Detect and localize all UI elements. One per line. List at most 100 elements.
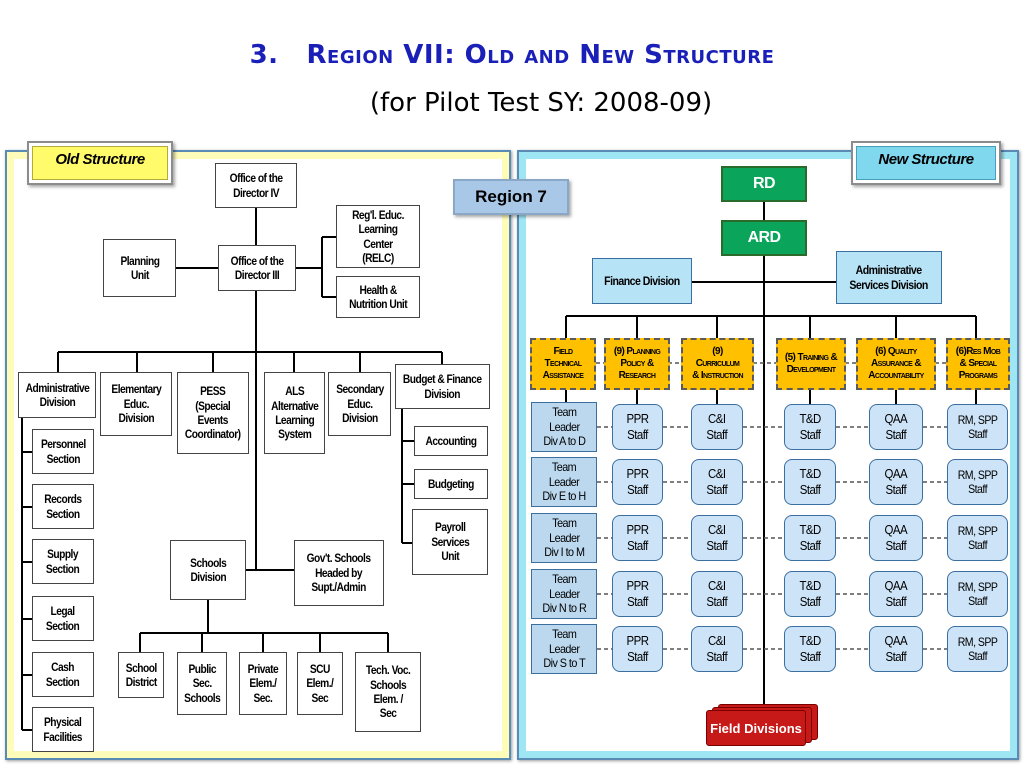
govt-schools-box: Gov't. Schools Headed by Supt./Admin [294, 540, 384, 606]
slide-title-number: 3. [249, 40, 279, 70]
ppr-staff: PPR Staff [612, 404, 663, 450]
relc-text: Reg'l. Educ. Learning Center (RELC) [352, 207, 404, 265]
td-staff: T&D Staff [784, 515, 836, 561]
team-leader-i-m: Team Leader Div I to M [531, 513, 597, 563]
school-district-text: School District [125, 660, 157, 689]
slide-title-text: Region VII: Old and New Structure [306, 40, 775, 70]
td-staff: T&D Staff [784, 459, 836, 505]
secondary-division-text: Secondary Educ. Division [335, 382, 384, 426]
team-leader-s-t-text: Team Leader Div S to T [543, 627, 585, 671]
accounting-box: Accounting [414, 426, 488, 456]
new-structure-tag: New Structure [851, 141, 1001, 185]
ppr-staff: PPR Staff [612, 626, 663, 672]
cash-section-text: Cash Section [46, 660, 80, 689]
planning-policy-research-text: (9) Planning Policy & Research [613, 346, 661, 381]
relc-box: Reg'l. Educ. Learning Center (RELC) [336, 205, 420, 268]
public-sec-schools-text: Public Sec. Schools [183, 661, 221, 705]
qaa-staff-text: QAA Staff [884, 411, 908, 442]
ppr-staff-text: PPR Staff [626, 466, 649, 497]
old-structure-label: Old Structure [32, 146, 168, 180]
pess-box: PESS (Special Events Coordinator) [177, 372, 249, 454]
office-director-iv-text: Office of the Director IV [229, 171, 283, 200]
rm-spp-staff-text: RM, SPP Staff [957, 412, 998, 441]
curriculum-instruction-text: (9) Curriculum & Instruction [692, 346, 743, 381]
ci-staff-text: C&I Staff [706, 578, 728, 609]
qaa-staff: QAA Staff [869, 459, 923, 505]
team-leader-n-r-text: Team Leader Div N to R [542, 572, 586, 616]
td-staff: T&D Staff [784, 571, 836, 617]
office-director-iv-box: Office of the Director IV [215, 163, 297, 208]
res-mob-special-programs-box: (6)Res Mob & Special Programs [946, 338, 1010, 390]
team-leader-e-h-text: Team Leader Div E to H [542, 460, 586, 504]
curriculum-instruction-box: (9) Curriculum & Instruction [681, 338, 754, 390]
ci-staff: C&I Staff [691, 571, 743, 617]
legal-section-box: Legal Section [32, 596, 94, 641]
ppr-staff: PPR Staff [612, 515, 663, 561]
elementary-division-box: Elementary Educ. Division [100, 372, 172, 436]
td-staff: T&D Staff [784, 404, 836, 450]
field-technical-assistance-box: Field Technical Assistance [530, 338, 596, 390]
ci-staff-text: C&I Staff [706, 411, 728, 442]
planning-unit-box: Planning Unit [103, 239, 176, 297]
ci-staff: C&I Staff [691, 404, 743, 450]
finance-division-box: Finance Division [592, 258, 692, 304]
supply-section-text: Supply Section [46, 547, 80, 576]
office-director-iii-box: Office of the Director III [218, 245, 296, 291]
payroll-services-box: Payroll Services Unit [412, 509, 488, 575]
field-divisions-stack: Field Divisions [706, 704, 818, 746]
res-mob-special-programs-text: (6)Res Mob & Special Programs [955, 346, 1001, 381]
team-leader-s-t: Team Leader Div S to T [531, 624, 597, 674]
ci-staff: C&I Staff [691, 515, 743, 561]
team-leader-a-d-text: Team Leader Div A to D [542, 405, 586, 449]
qaa-staff: QAA Staff [869, 515, 923, 561]
budget-finance-box: Budget & Finance Division [395, 364, 490, 409]
qaa-staff: QAA Staff [869, 571, 923, 617]
old-structure-tag: Old Structure [27, 141, 173, 185]
private-elem-sec-box: Private Elem./ Sec. [239, 652, 287, 715]
slide-subtitle: (for Pilot Test SY: 2008-09) [369, 88, 713, 118]
administrative-division-text: Administrative Division [25, 380, 89, 409]
qaa-staff-text: QAA Staff [884, 578, 908, 609]
budgeting-box: Budgeting [414, 469, 488, 499]
ppr-staff-text: PPR Staff [626, 578, 649, 609]
field-divisions-box: Field Divisions [706, 710, 806, 746]
personnel-section-box: Personnel Section [32, 429, 94, 474]
td-staff-text: T&D Staff [799, 411, 821, 442]
rm-spp-staff: RM, SPP Staff [947, 459, 1008, 505]
personnel-section-text: Personnel Section [40, 437, 86, 466]
ppr-staff: PPR Staff [612, 459, 663, 505]
als-text: ALS Alternative Learning System [270, 384, 319, 442]
ci-staff-text: C&I Staff [706, 522, 728, 553]
team-leader-a-d: Team Leader Div A to D [531, 402, 597, 452]
training-development-box: (5) Training & Development [776, 338, 846, 390]
team-leader-n-r: Team Leader Div N to R [531, 569, 597, 619]
admin-services-division-box: Administrative Services Division [836, 251, 942, 304]
scu-elem-sec-box: SCU Elem./ Sec [297, 652, 343, 715]
team-leader-i-m-text: Team Leader Div I to M [543, 516, 585, 560]
ppr-staff-text: PPR Staff [626, 522, 649, 553]
rm-spp-staff: RM, SPP Staff [947, 515, 1008, 561]
records-section-text: Records Section [44, 492, 82, 521]
ppr-staff-text: PPR Staff [626, 633, 649, 664]
ci-staff: C&I Staff [691, 459, 743, 505]
ppr-staff-text: PPR Staff [626, 411, 649, 442]
team-leader-e-h: Team Leader Div E to H [531, 457, 597, 507]
legal-section-text: Legal Section [46, 604, 80, 633]
finance-division-text: Finance Division [604, 273, 680, 288]
ci-staff: C&I Staff [691, 626, 743, 672]
schools-division-text: Schools Division [189, 555, 227, 584]
cash-section-box: Cash Section [32, 652, 94, 697]
planning-policy-research-box: (9) Planning Policy & Research [604, 338, 670, 390]
records-section-box: Records Section [32, 484, 94, 529]
slide-title: 3. Region VII: Old and New Structure [0, 40, 1024, 70]
rm-spp-staff-text: RM, SPP Staff [957, 579, 998, 608]
rd-box: RD [721, 166, 807, 202]
rm-spp-staff: RM, SPP Staff [947, 404, 1008, 450]
ci-staff-text: C&I Staff [706, 633, 728, 664]
rm-spp-staff-text: RM, SPP Staff [957, 634, 998, 663]
td-staff-text: T&D Staff [799, 633, 821, 664]
pess-text: PESS (Special Events Coordinator) [185, 384, 241, 442]
field-technical-assistance-text: Field Technical Assistance [542, 346, 584, 381]
rm-spp-staff-text: RM, SPP Staff [957, 523, 998, 552]
budgeting-text: Budgeting [428, 476, 474, 491]
